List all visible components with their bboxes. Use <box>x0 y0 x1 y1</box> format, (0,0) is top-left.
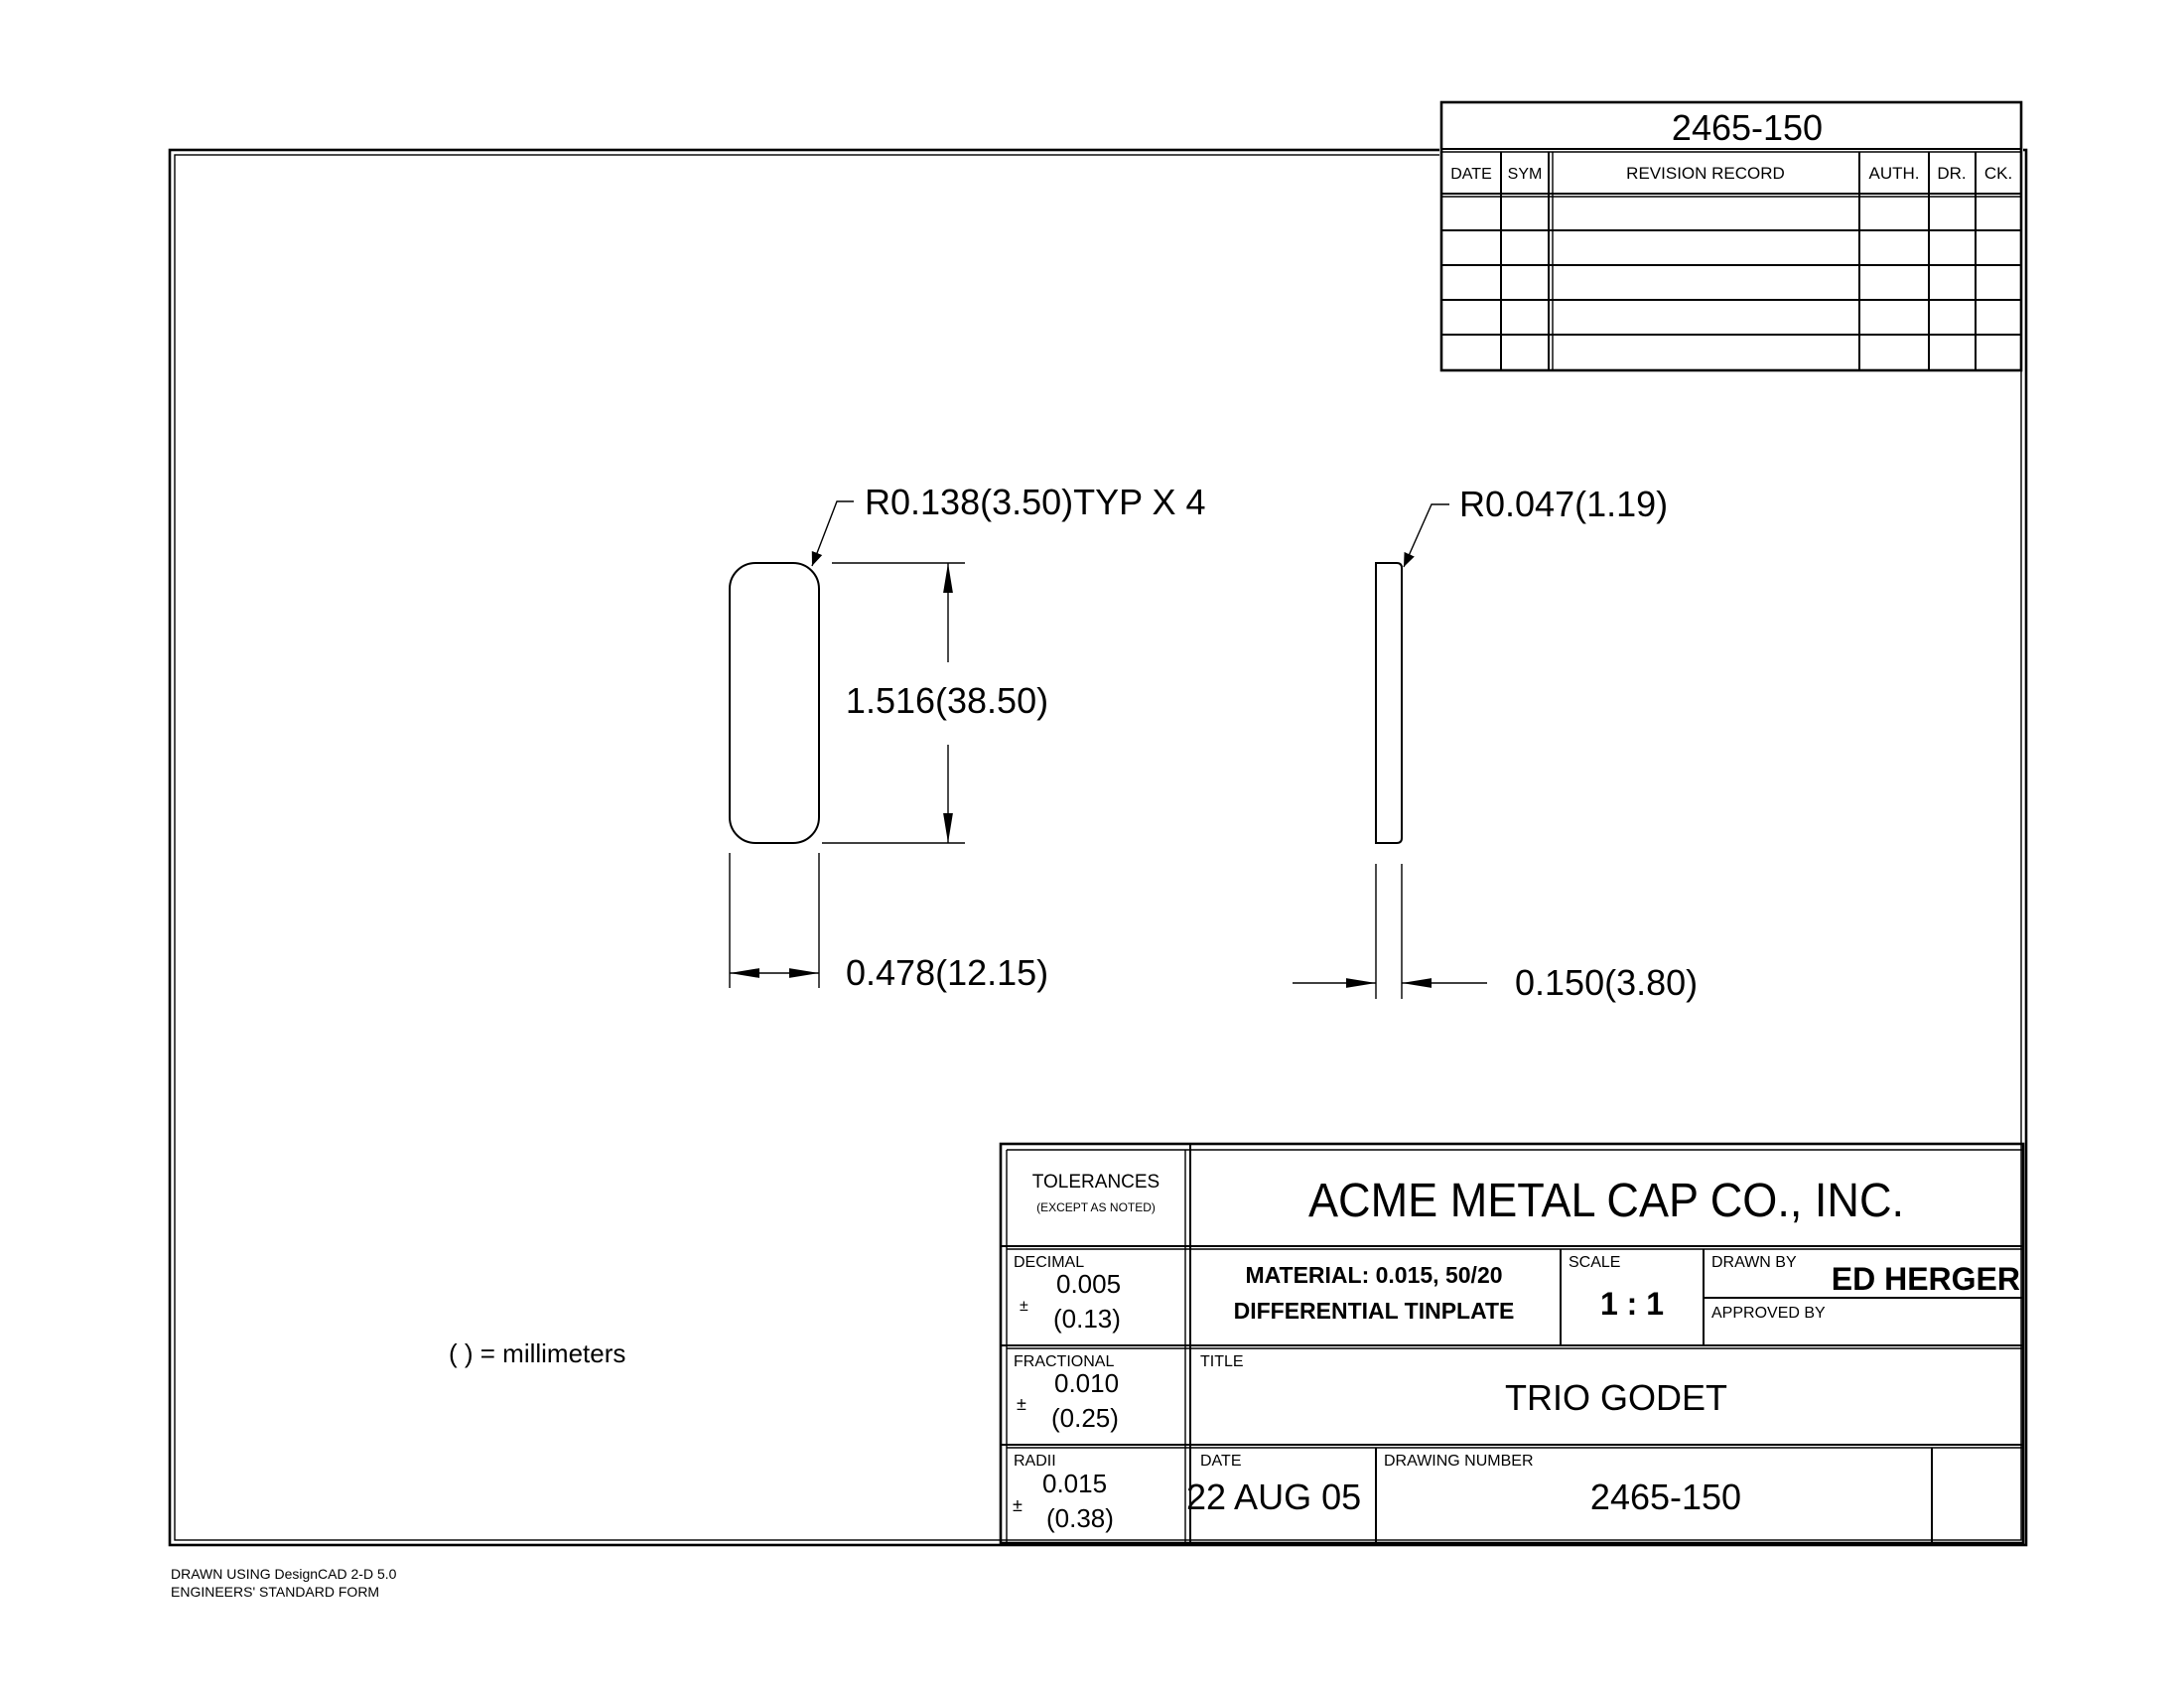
front-view-outline <box>729 562 820 844</box>
revision-part-number: 2465-150 <box>1672 107 1823 148</box>
side-view: 0.150(3.80) R0.047(1.19) <box>1293 484 1698 1003</box>
material-line1: MATERIAL: 0.015, 50/20 <box>1245 1262 1502 1288</box>
drawn-by-value: ED HERGER <box>1832 1261 2020 1297</box>
drawing-number-label: DRAWING NUMBER <box>1384 1453 1534 1470</box>
revision-header-ck: CK. <box>1984 164 2012 183</box>
footer-line2: ENGINEERS' STANDARD FORM <box>171 1584 379 1600</box>
revision-header-sym: SYM <box>1508 166 1543 183</box>
drawing-border <box>168 148 2028 1547</box>
revision-header-auth: AUTH. <box>1869 164 1920 183</box>
company-name: ACME METAL CAP CO., INC. <box>1308 1175 1904 1227</box>
radii-plus-minus: ± <box>1013 1495 1023 1515</box>
fractional-value: 0.010 <box>1054 1368 1119 1398</box>
scale-value: 1 : 1 <box>1600 1286 1664 1322</box>
material-line2: DIFFERENTIAL TINPLATE <box>1234 1298 1515 1324</box>
title-label: TITLE <box>1200 1353 1244 1370</box>
side-radius-leader <box>1403 503 1449 568</box>
decimal-label: DECIMAL <box>1014 1254 1084 1271</box>
front-height-dimension: 1.516(38.50) <box>846 680 1048 721</box>
drawing-title: TRIO GODET <box>1505 1377 1727 1418</box>
tolerances-label: TOLERANCES <box>1032 1172 1160 1193</box>
front-radius-dimension: R0.138(3.50)TYP X 4 <box>865 482 1206 522</box>
side-view-outline <box>1375 562 1403 844</box>
radii-label: RADII <box>1014 1453 1056 1470</box>
revision-block: 2465-150 DATE SYM REVISION RECORD AUTH. … <box>1439 100 2023 372</box>
date-value: 22 AUG 05 <box>1186 1477 1361 1517</box>
side-radius-dimension: R0.047(1.19) <box>1459 484 1668 524</box>
tolerances-sub: (EXCEPT AS NOTED) <box>1036 1200 1156 1214</box>
approved-by-label: APPROVED BY <box>1711 1305 1826 1322</box>
scale-label: SCALE <box>1569 1254 1620 1271</box>
decimal-mm: (0.13) <box>1053 1304 1121 1334</box>
revision-header-record: REVISION RECORD <box>1626 164 1785 183</box>
radii-value: 0.015 <box>1042 1469 1107 1498</box>
revision-header-date: DATE <box>1450 166 1491 183</box>
fractional-plus-minus: ± <box>1017 1394 1026 1414</box>
side-thickness-dimension: 0.150(3.80) <box>1515 962 1698 1003</box>
fractional-label: FRACTIONAL <box>1014 1353 1114 1370</box>
front-width-dimension: 0.478(12.15) <box>846 952 1048 993</box>
drawing-number-value: 2465-150 <box>1590 1477 1741 1517</box>
title-block: TOLERANCES (EXCEPT AS NOTED) ACME METAL … <box>999 1142 2025 1545</box>
date-label: DATE <box>1200 1453 1241 1470</box>
revision-header-dr: DR. <box>1937 164 1966 183</box>
fractional-mm: (0.25) <box>1051 1403 1119 1433</box>
units-note: ( ) = millimeters <box>449 1338 625 1368</box>
decimal-value: 0.005 <box>1056 1269 1121 1299</box>
front-radius-leader <box>811 500 854 567</box>
footer-line1: DRAWN USING DesignCAD 2-D 5.0 <box>171 1566 397 1582</box>
front-view: 1.516(38.50) 0.478(12.15) R0.138(3.50)TY… <box>729 482 1206 993</box>
drawn-by-label: DRAWN BY <box>1711 1254 1797 1271</box>
radii-mm: (0.38) <box>1046 1503 1114 1533</box>
decimal-plus-minus: ± <box>1020 1298 1028 1315</box>
